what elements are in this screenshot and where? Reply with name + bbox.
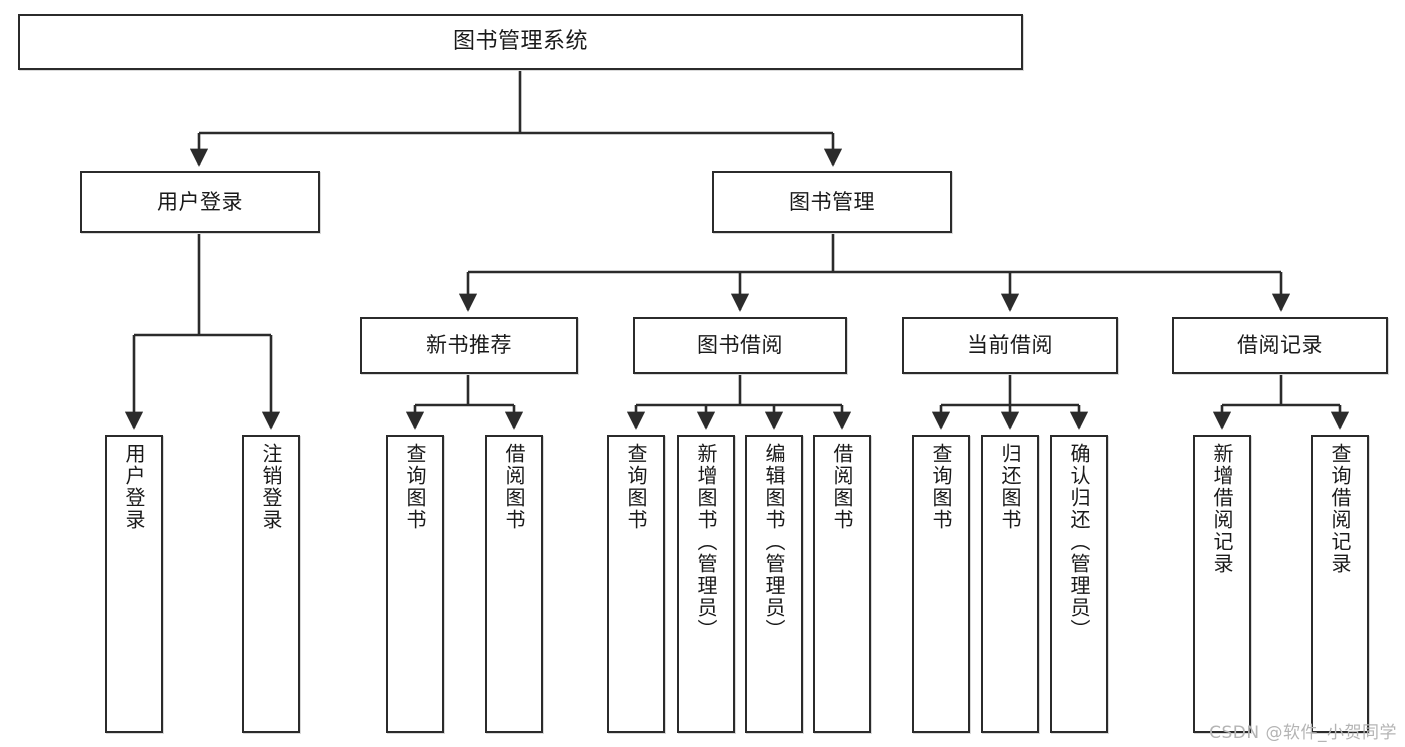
node-label: 查询借阅记录: [1328, 443, 1352, 575]
leaf-new-book-recommend-1[interactable]: 查询图书: [386, 435, 444, 733]
leaf-current-borrow-2[interactable]: 归还图书: [981, 435, 1039, 733]
node-label: 新增图书（管理员）: [694, 443, 718, 641]
node-label: 新增借阅记录: [1210, 443, 1234, 575]
node-label: 查询图书: [929, 443, 953, 531]
node-user-login[interactable]: 用户登录: [80, 171, 320, 233]
leaf-borrow-record-2[interactable]: 查询借阅记录: [1311, 435, 1369, 733]
node-label: 用户登录: [122, 443, 146, 531]
leaf-current-borrow-1[interactable]: 查询图书: [912, 435, 970, 733]
leaf-user-login-1[interactable]: 用户登录: [105, 435, 163, 733]
leaf-current-borrow-3[interactable]: 确认归还（管理员）: [1050, 435, 1108, 733]
node-label: 图书管理: [789, 189, 875, 214]
node-label: 借阅记录: [1237, 333, 1323, 358]
node-label: 借阅图书: [502, 443, 526, 531]
leaf-new-book-recommend-2[interactable]: 借阅图书: [485, 435, 543, 733]
node-borrow-record[interactable]: 借阅记录: [1172, 317, 1388, 374]
node-label: 注销登录: [259, 443, 283, 531]
leaf-book-borrow-2[interactable]: 新增图书（管理员）: [677, 435, 735, 733]
leaf-book-borrow-4[interactable]: 借阅图书: [813, 435, 871, 733]
node-label: 归还图书: [998, 443, 1022, 531]
node-book-management[interactable]: 图书管理: [712, 171, 952, 233]
node-label: 用户登录: [157, 189, 243, 214]
node-label: 编辑图书（管理员）: [762, 443, 786, 641]
node-current-borrow[interactable]: 当前借阅: [902, 317, 1118, 374]
node-label: 确认归还（管理员）: [1067, 443, 1091, 641]
node-label: 查询图书: [403, 443, 427, 531]
node-label: 借阅图书: [830, 443, 854, 531]
node-root-book-management-system[interactable]: 图书管理系统: [18, 14, 1023, 70]
node-label: 新书推荐: [426, 333, 512, 358]
node-label: 图书借阅: [697, 333, 783, 358]
leaf-borrow-record-1[interactable]: 新增借阅记录: [1193, 435, 1251, 733]
leaf-book-borrow-3[interactable]: 编辑图书（管理员）: [745, 435, 803, 733]
node-label: 查询图书: [624, 443, 648, 531]
leaf-book-borrow-1[interactable]: 查询图书: [607, 435, 665, 733]
leaf-user-login-2[interactable]: 注销登录: [242, 435, 300, 733]
node-label: 当前借阅: [967, 333, 1053, 358]
csdn-watermark: CSDN @软件_小贺同学: [1209, 723, 1397, 743]
node-label: 图书管理系统: [452, 29, 588, 55]
node-new-book-recommend[interactable]: 新书推荐: [360, 317, 578, 374]
node-book-borrow[interactable]: 图书借阅: [633, 317, 847, 374]
